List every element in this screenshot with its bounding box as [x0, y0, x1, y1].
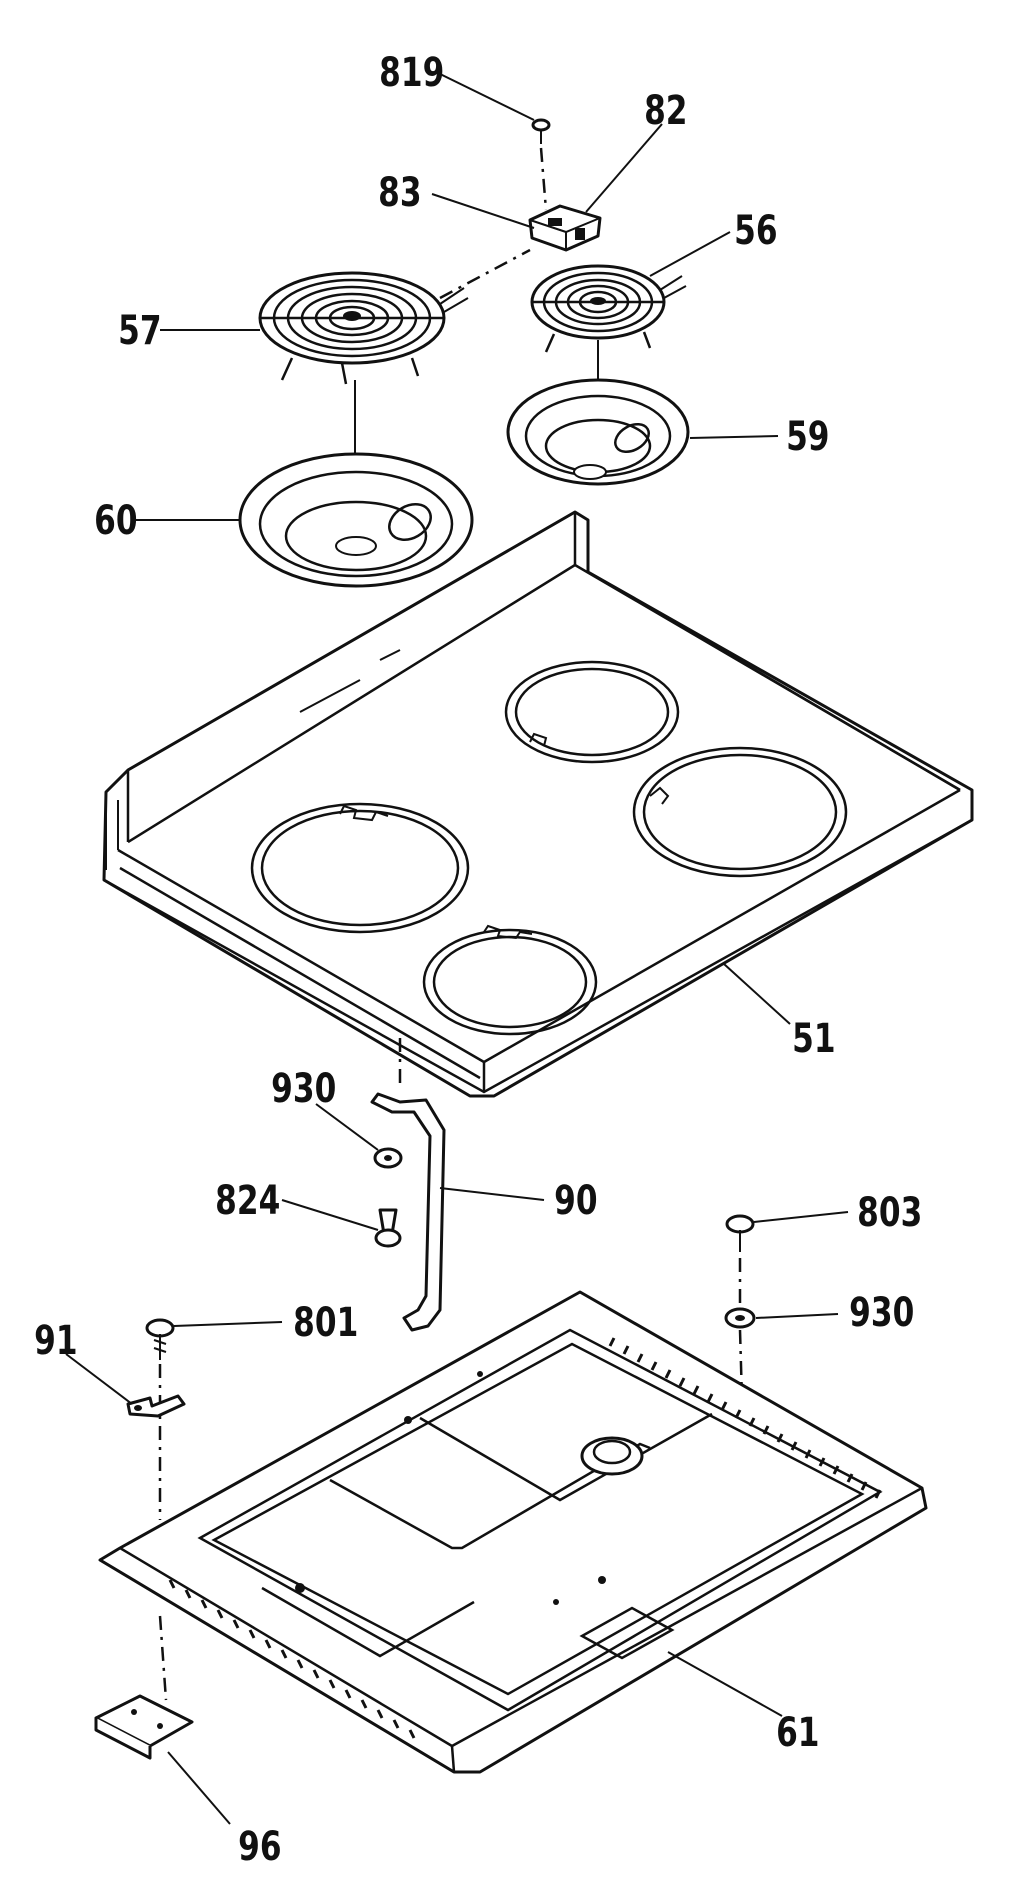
callout-930-left: 930 — [271, 1066, 336, 1112]
callout-801: 801 — [293, 1300, 358, 1346]
callout-930-right: 930 — [849, 1290, 914, 1336]
callout-90: 90 — [554, 1178, 597, 1224]
cooktop-opening-front-right — [422, 924, 598, 1036]
callout-56: 56 — [734, 208, 777, 254]
base-pan-61 — [98, 1290, 928, 1774]
leader-82 — [585, 123, 663, 213]
leader-90 — [439, 1187, 545, 1201]
callout-labels: 819 82 83 56 57 59 60 51 930 824 90 803 … — [34, 50, 922, 1870]
cooktop-opening-rear-left — [504, 660, 680, 764]
leader-824 — [281, 1199, 379, 1231]
leader-91 — [65, 1353, 133, 1405]
callout-83: 83 — [378, 170, 421, 216]
callout-824: 824 — [215, 1178, 280, 1224]
leader-803 — [753, 1211, 849, 1223]
screw-803 — [725, 1214, 755, 1252]
leader-51 — [723, 963, 791, 1025]
washer-930-left — [373, 1147, 403, 1169]
leader-lines — [65, 71, 849, 1825]
callout-803: 803 — [857, 1190, 922, 1236]
callout-57: 57 — [118, 308, 161, 354]
dash-wire — [439, 248, 531, 300]
leader-83 — [431, 193, 535, 229]
callout-96: 96 — [238, 1824, 281, 1870]
leader-56 — [649, 231, 731, 277]
drip-pan-60 — [238, 452, 474, 588]
drip-pan-59 — [506, 378, 690, 486]
leader-59 — [689, 435, 779, 439]
leader-96 — [167, 1751, 231, 1825]
leader-819 — [435, 71, 535, 121]
leader-930-right — [755, 1313, 839, 1319]
cooktop-opening-front-left — [250, 802, 470, 934]
dash-screw-819 — [539, 147, 548, 211]
callout-60: 60 — [94, 498, 137, 544]
leader-801 — [173, 1321, 283, 1327]
switch-bracket-82-83 — [528, 204, 602, 252]
callout-59: 59 — [786, 414, 829, 460]
bracket-90 — [370, 1092, 446, 1332]
screw-824 — [374, 1208, 402, 1248]
screw-819 — [531, 118, 551, 144]
screw-801 — [145, 1318, 175, 1360]
callout-51: 51 — [792, 1016, 835, 1062]
callout-82: 82 — [644, 88, 687, 134]
cooktop-51 — [102, 510, 974, 1098]
surface-unit-57 — [258, 271, 469, 385]
bracket-96 — [94, 1694, 194, 1760]
surface-unit-56 — [530, 264, 687, 353]
dash-base-to-96 — [158, 1615, 168, 1701]
cooktop-opening-rear-right — [632, 746, 848, 878]
clip-91 — [126, 1394, 186, 1418]
callout-91: 91 — [34, 1318, 77, 1364]
leader-930-left — [315, 1103, 379, 1151]
callout-819: 819 — [379, 50, 444, 96]
washer-930-right — [724, 1307, 756, 1329]
leader-61 — [667, 1651, 783, 1717]
vent-slots-front — [168, 1579, 416, 1739]
dash-930-to-base — [738, 1329, 744, 1401]
vent-slots-rear — [608, 1337, 882, 1499]
callout-61: 61 — [776, 1710, 819, 1756]
